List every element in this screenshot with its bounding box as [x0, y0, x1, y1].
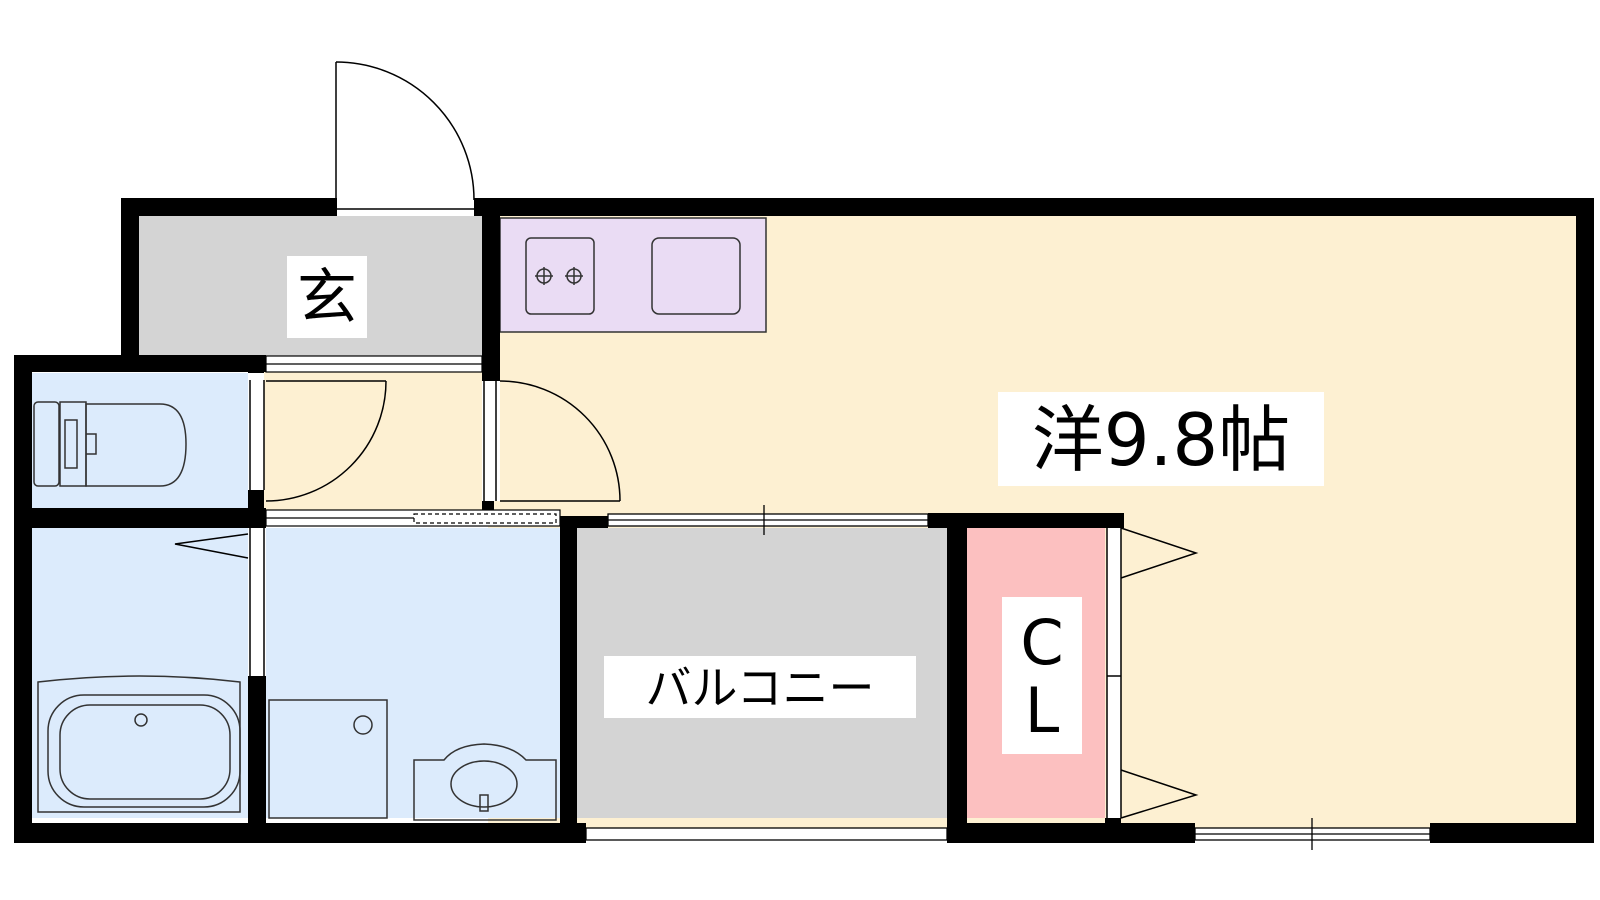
- svg-text:CL: CL: [1020, 606, 1063, 747]
- bathtub-icon: [37, 675, 241, 813]
- svg-text:バルコニー: バルコニー: [645, 661, 874, 715]
- bathroom-door: [174, 528, 265, 676]
- toilet-door: [249, 373, 387, 502]
- room-door: [482, 380, 621, 502]
- western-room-label: 洋9.8帖: [998, 392, 1324, 486]
- stove-icon: [525, 237, 595, 315]
- balcony-railing: [585, 827, 948, 841]
- svg-text:玄: 玄: [297, 263, 357, 333]
- washroom-sliding-door: [265, 509, 561, 527]
- bathroom-floor: [32, 528, 248, 818]
- closet-doors: [1106, 527, 1199, 819]
- entrance-door: [335, 61, 475, 216]
- toilet-icon: [33, 401, 187, 487]
- wash-basin-icon: [413, 743, 557, 821]
- kitchen-counter: [499, 217, 767, 333]
- svg-text:洋9.8帖: 洋9.8帖: [1032, 398, 1291, 482]
- sink-icon: [651, 237, 741, 315]
- washroom-floor: [266, 528, 560, 818]
- entrance-label: 玄: [287, 256, 367, 338]
- balcony-window: [607, 505, 929, 535]
- balcony-label: バルコニー: [604, 656, 916, 718]
- room-window: [1194, 818, 1431, 850]
- washing-machine-icon: [268, 699, 388, 819]
- walls: [14, 198, 1594, 843]
- hall-opening: [265, 355, 483, 373]
- hall-floor: [260, 365, 490, 510]
